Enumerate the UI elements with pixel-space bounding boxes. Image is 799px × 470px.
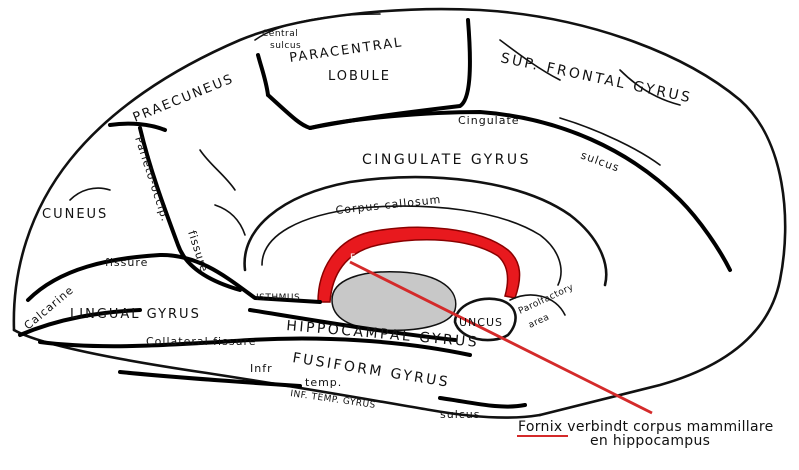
label-corpus-callosum: Corpus callosum (335, 193, 442, 217)
calcarine-fissure (26, 252, 322, 304)
label-uncus: UNCUS (459, 316, 503, 329)
label-cuneus: CUNEUS (42, 207, 108, 222)
corpus-callosum-inner (261, 205, 562, 286)
label-lingual-gyrus: LINGUAL GYRUS (70, 307, 201, 322)
frontal-sulcus-1 (499, 39, 561, 81)
label-lobule: LOBULE (328, 69, 391, 84)
label-cingulate-sulcus-1: Cingulate (458, 114, 520, 127)
label-parolfactory-2: area (527, 312, 551, 330)
hippocampal-boundary (248, 308, 457, 342)
inf-temp-sulcus-2 (438, 396, 527, 409)
label-praecuneus: PRAECUNEUS (131, 71, 237, 125)
pointer-line (349, 260, 653, 415)
label-infr: Infr (250, 362, 273, 375)
label-central-sulcus-2: sulcus (270, 41, 301, 51)
frontal-sulcus-2 (619, 69, 681, 106)
praecuneus-sulci-1 (199, 149, 236, 191)
label-calcarine-fissure: fissure (105, 256, 148, 269)
label-collateral-fissure: Collateral fissure (146, 335, 257, 348)
label-fornix: Fornix (350, 253, 381, 263)
paracentral-top (254, 13, 381, 41)
label-paracentral: PARACENTRAL (288, 35, 404, 66)
caption-line-2: en hippocampus (590, 433, 710, 449)
uncus-blob (453, 297, 517, 342)
label-sup-frontal-gyrus: SUP. FRONTAL GYRUS (499, 50, 693, 106)
caption-highlight-word: Fornix (518, 419, 562, 435)
label-cingulate-gyrus: CINGULATE GYRUS (362, 152, 531, 168)
parieto-occipital-fissure (138, 126, 242, 292)
praecuneus-sulci-2 (214, 204, 246, 236)
parolfactory-boundary (509, 294, 566, 316)
label-fissure-po: fissure (185, 229, 211, 274)
hemisphere-outline (12, 7, 787, 417)
label-temp: temp. (305, 376, 342, 389)
label-parieto-occip: Parieto-occip. (132, 135, 172, 224)
collateral-fissure (38, 336, 472, 357)
corpus-callosum-outer (243, 175, 608, 287)
label-isthmus: ISTHMUS (256, 293, 300, 303)
inf-temp-sulcus (118, 370, 302, 388)
central-sulcus-line (256, 53, 270, 97)
label-parolfactory-1: Parolfactory (517, 282, 576, 316)
caption-line-1-rest: verbindt corpus mammillare (562, 419, 773, 435)
label-central-sulcus-1: Central (262, 29, 298, 39)
thalamus-grey (331, 271, 457, 332)
cuneus-sulcus (69, 187, 111, 201)
caption-line-1: Fornix verbindt corpus mammillare (518, 419, 774, 435)
praecuneus-boundary (108, 121, 167, 132)
cingulate-sulcus-line (308, 110, 732, 272)
calcarine-lower (18, 308, 142, 337)
label-sulcus-bottom: sulcus (440, 408, 481, 421)
cingulate-sulcus-tail (559, 117, 661, 166)
